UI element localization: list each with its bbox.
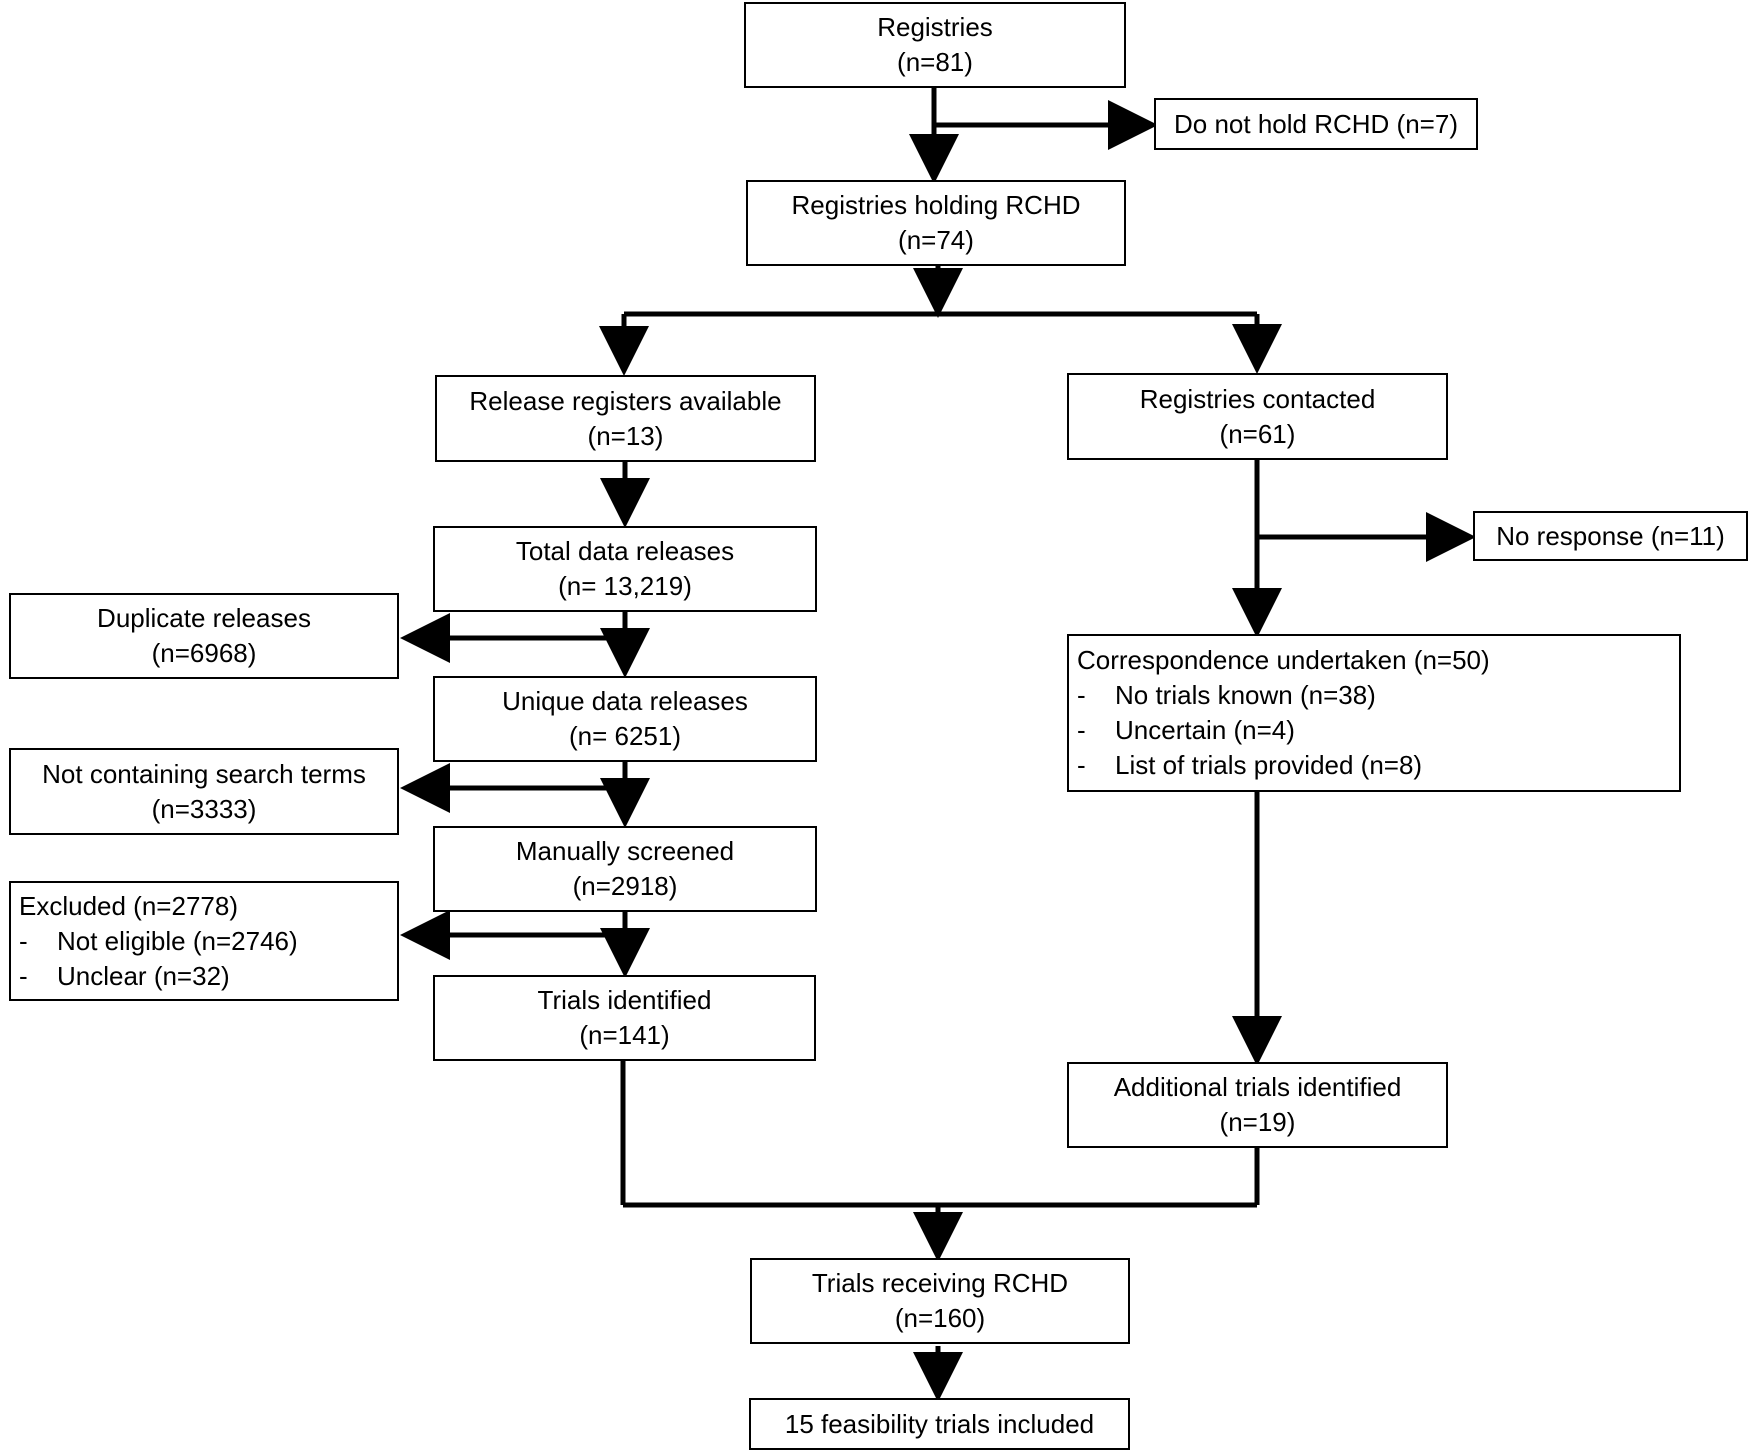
- excluded-reasons-list: - Not eligible (n=2746) - Unclear (n=32): [19, 924, 298, 994]
- box-title: Trials identified: [537, 985, 712, 1015]
- box-count: (n=160): [894, 1303, 986, 1333]
- box-count: (n=6968): [151, 638, 257, 668]
- box-trials-identified: Trials identified (n=141): [433, 975, 816, 1061]
- box-release-registers-available: Release registers available (n=13): [435, 375, 816, 462]
- list-item-text: Unclear (n=32): [57, 960, 230, 991]
- box-title: Not containing search terms: [42, 758, 366, 789]
- list-item: - Not eligible (n=2746): [19, 924, 298, 959]
- box-title: Correspondence undertaken (n=50): [1077, 645, 1490, 675]
- box-unique-data-releases: Unique data releases (n= 6251): [433, 676, 817, 762]
- box-additional-trials-identified: Additional trials identified (n=19): [1067, 1062, 1448, 1148]
- list-dash: -: [1077, 715, 1086, 745]
- box-duplicate-releases: Duplicate releases (n=6968): [9, 593, 399, 679]
- box-count: (n=2918): [572, 871, 678, 901]
- box-title: Release registers available: [469, 385, 782, 416]
- box-title: Duplicate releases: [97, 603, 311, 633]
- box-excluded: Excluded (n=2778) - Not eligible (n=2746…: [9, 881, 399, 1001]
- box-count: (n=141): [579, 1020, 670, 1050]
- box-count: (n=3333): [151, 793, 257, 824]
- box-title: Excluded (n=2778): [19, 890, 238, 921]
- box-title: Manually screened: [515, 836, 735, 866]
- list-dash: -: [1077, 680, 1086, 710]
- box-count: (n=13): [587, 420, 664, 451]
- box-feasibility-trials-included: 15 feasibility trials included: [749, 1398, 1130, 1450]
- box-count: (n= 6251): [568, 721, 682, 751]
- box-no-response: No response (n=11): [1473, 511, 1748, 561]
- box-title: Trials receiving RCHD: [811, 1268, 1069, 1298]
- box-title: Additional trials identified: [1113, 1072, 1402, 1102]
- list-item-text: List of trials provided (n=8): [1115, 750, 1423, 780]
- box-title: Unique data releases: [502, 686, 748, 716]
- box-trials-receiving-rchd: Trials receiving RCHD (n=160): [750, 1258, 1130, 1344]
- box-do-not-hold-rchd: Do not hold RCHD (n=7): [1154, 98, 1478, 150]
- box-count: (n=19): [1219, 1107, 1296, 1137]
- list-item: - Uncertain (n=4): [1077, 713, 1422, 748]
- list-item-text: Uncertain (n=4): [1115, 715, 1295, 745]
- box-not-containing-search-terms: Not containing search terms (n=3333): [9, 748, 399, 835]
- list-item-text: No trials known (n=38): [1115, 680, 1376, 710]
- list-dash: -: [19, 925, 28, 956]
- box-count: (n= 13,219): [558, 571, 692, 601]
- box-title: Registries: [877, 12, 993, 42]
- correspondence-outcomes-list: - No trials known (n=38) - Uncertain (n=…: [1077, 678, 1422, 783]
- box-count: (n=81): [897, 47, 973, 77]
- box-title: 15 feasibility trials included: [784, 1408, 1095, 1439]
- list-item: - List of trials provided (n=8): [1077, 748, 1422, 783]
- box-title: Registries contacted: [1139, 383, 1376, 414]
- box-manually-screened: Manually screened (n=2918): [433, 826, 817, 912]
- box-registries-holding-rchd: Registries holding RCHD (n=74): [746, 180, 1126, 266]
- list-dash: -: [1077, 750, 1086, 780]
- box-count: (n=74): [898, 225, 974, 255]
- list-item: - Unclear (n=32): [19, 959, 298, 994]
- box-registries: Registries (n=81): [744, 2, 1126, 88]
- box-title: Do not hold RCHD (n=7): [1174, 108, 1458, 139]
- box-count: (n=61): [1219, 418, 1296, 449]
- box-title: Total data releases: [515, 536, 735, 566]
- list-item-text: Not eligible (n=2746): [57, 925, 298, 956]
- list-item: - No trials known (n=38): [1077, 678, 1422, 713]
- box-total-data-releases: Total data releases (n= 13,219): [433, 526, 817, 612]
- box-title: Registries holding RCHD: [791, 190, 1081, 220]
- list-dash: -: [19, 960, 28, 991]
- box-registries-contacted: Registries contacted (n=61): [1067, 373, 1448, 460]
- box-title: No response (n=11): [1496, 520, 1725, 551]
- box-correspondence-undertaken: Correspondence undertaken (n=50) - No tr…: [1067, 634, 1681, 792]
